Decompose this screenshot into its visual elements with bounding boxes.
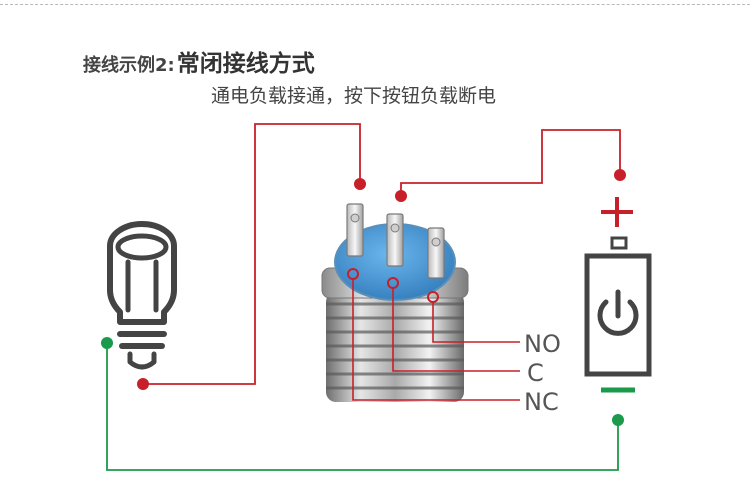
green-wire [106,343,619,471]
c-label: C [527,359,544,387]
red-wire-dots [137,169,626,390]
battery-icon [584,236,652,377]
power-icon [597,289,639,336]
terminal-leader-lines [352,279,520,401]
nc-label: NC [524,388,559,416]
plus-sign [601,197,633,227]
page-title: 常闭接线方式 [176,51,315,77]
title-prefix: 接线示例2: [83,55,175,76]
no-label: NO [524,330,561,358]
light-bulb-icon [107,221,177,370]
thread-lines [326,302,464,390]
c-leader-line [392,288,520,372]
push-button-switch [321,203,469,402]
nc-leader-line [352,279,520,401]
wire-bulb-to-nc [143,123,361,385]
wire-battery-plus-to-c [400,129,621,196]
red-wires [143,123,621,385]
no-leader-line [432,302,520,343]
dashed-top-border [0,4,750,5]
green-wire-dots [101,337,624,426]
title-row: 接线示例2: 常闭接线方式 [83,44,315,77]
page-subtitle: 通电负载接通，按下按钮负载断电 [211,85,497,107]
